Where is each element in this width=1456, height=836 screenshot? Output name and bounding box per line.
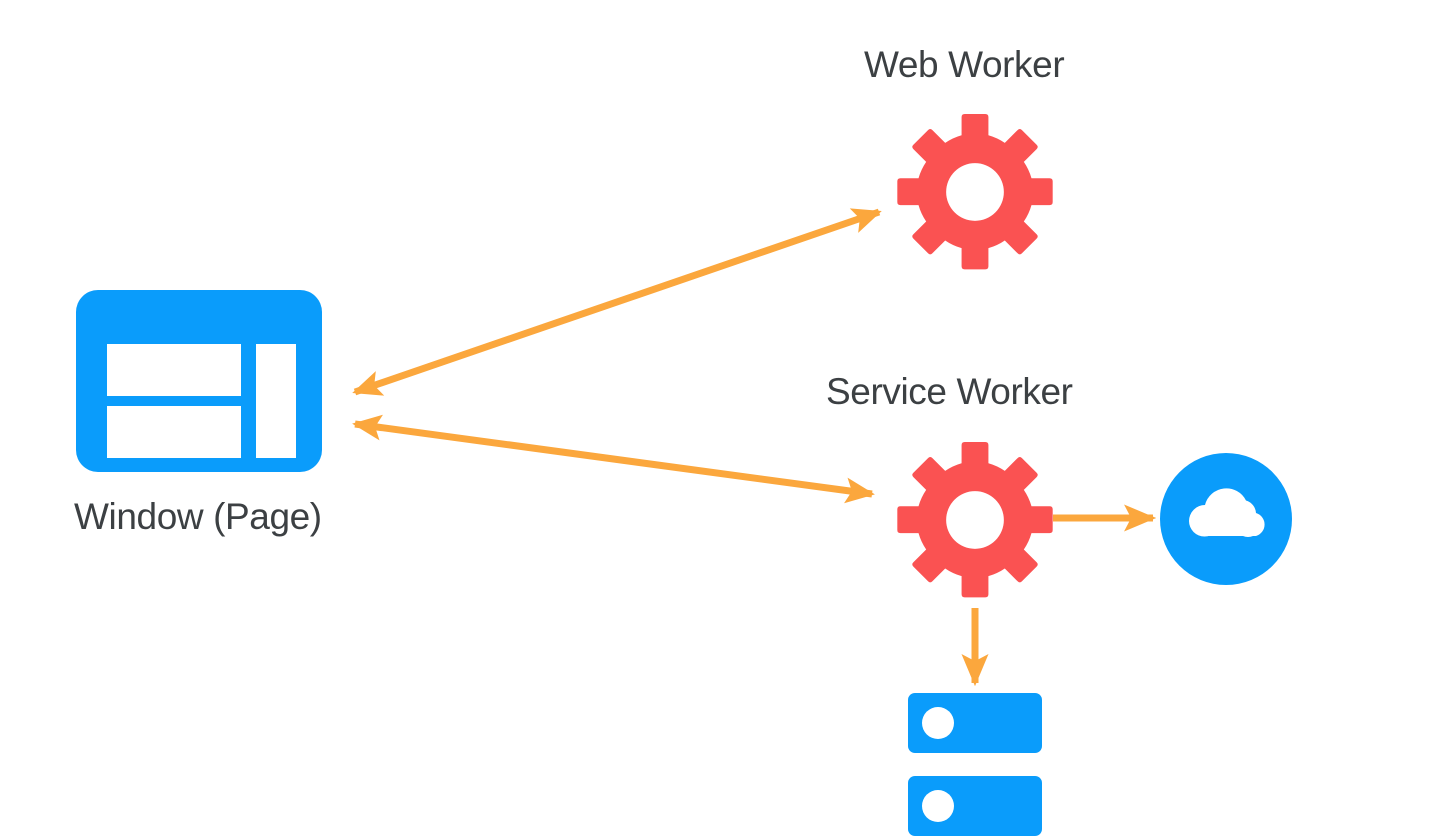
gear-icon [897,114,1053,270]
connector-window-webworker [352,208,882,396]
node-label-service-worker: Service Worker [826,371,1073,412]
node-database[interactable] [908,693,1042,836]
cloud-icon [1160,453,1292,585]
server-led-top [922,707,954,739]
node-window-page[interactable] [76,290,322,472]
node-label-window-page: Window (Page) [74,496,322,537]
database-icon [908,693,1042,836]
server-led-bottom [922,790,954,822]
node-web-worker[interactable] [897,112,1053,272]
node-service-worker[interactable] [897,440,1053,600]
connector-window-serviceworker [352,414,875,504]
node-cloud[interactable] [1160,453,1292,585]
browser-window-icon [76,290,322,472]
node-label-web-worker: Web Worker [864,44,1065,85]
gear-icon [897,442,1053,598]
